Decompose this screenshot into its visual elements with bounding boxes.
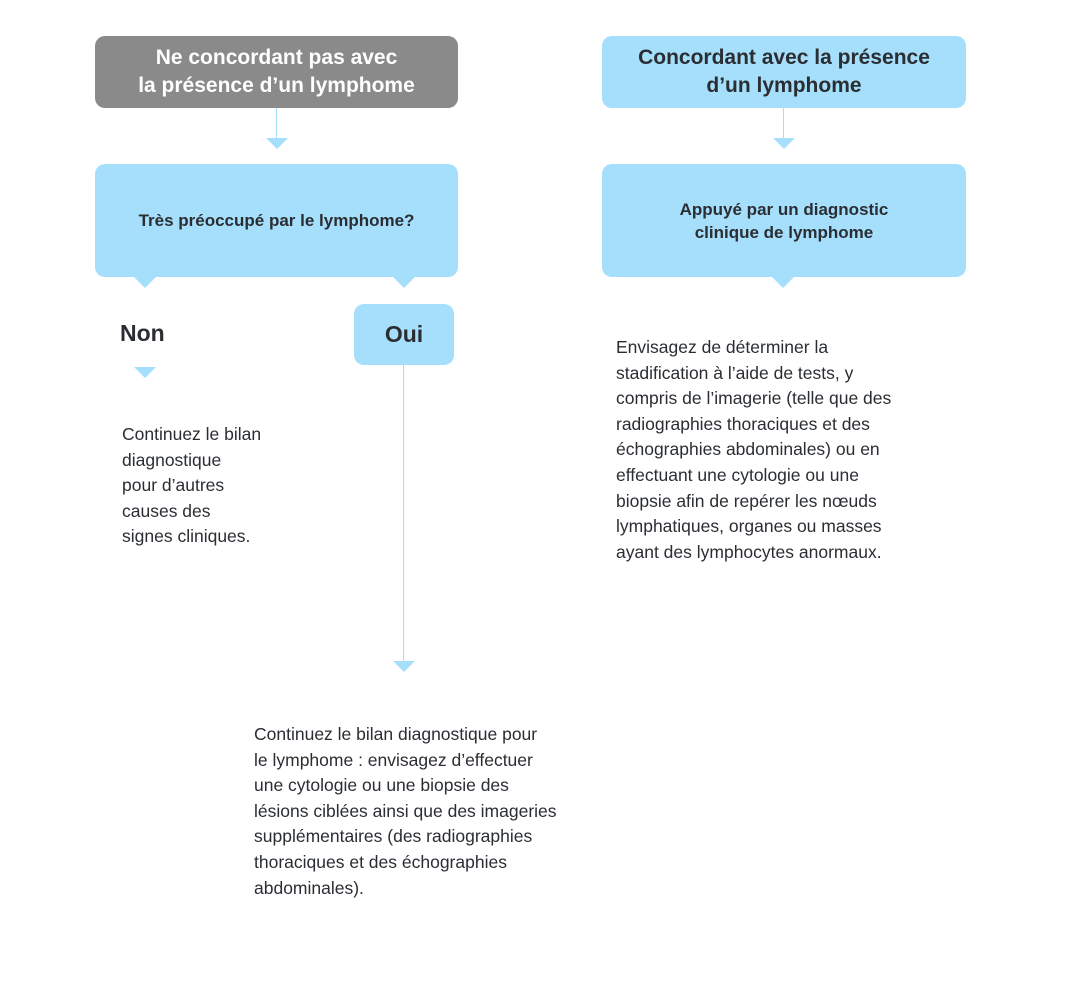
left-header-box: Ne concordant pas avec la présence d’un … (95, 36, 458, 108)
left-question-pointer-yes (393, 277, 415, 288)
right-question-box: Appuyé par un diagnostic clinique de lym… (602, 164, 966, 277)
right-header-text: Concordant avec la présence d’un lymphom… (638, 46, 930, 97)
left-question-text: Très préoccupé par le lymphome? (138, 211, 415, 230)
right-question-text: Appuyé par un diagnostic clinique de lym… (679, 199, 889, 242)
left-header-text: Ne concordant pas avec la présence d’un … (138, 46, 415, 97)
yes-label: Oui (384, 321, 424, 347)
right-header-box: Concordant avec la présence d’un lymphom… (602, 36, 966, 108)
yes-branch-text: Continuez le bilan diagnostique pour le … (254, 724, 557, 898)
left-connector-1 (276, 108, 277, 138)
right-connector-1 (783, 108, 784, 138)
no-arrow (134, 367, 156, 378)
right-question-pointer (772, 277, 794, 288)
yes-label-box: Oui (354, 304, 454, 365)
no-label: Non (120, 320, 165, 346)
yes-arrow (393, 661, 415, 672)
left-question-box: Très préoccupé par le lymphome? (95, 164, 458, 277)
left-arrow-1 (266, 138, 288, 149)
no-branch-text: Continuez le bilan diagnostique pour d’a… (122, 424, 262, 547)
right-arrow-1 (773, 138, 795, 149)
left-question-pointer-no (134, 277, 156, 288)
yes-connector (403, 365, 404, 661)
right-branch-text: Envisagez de déterminer la stadification… (616, 337, 892, 562)
